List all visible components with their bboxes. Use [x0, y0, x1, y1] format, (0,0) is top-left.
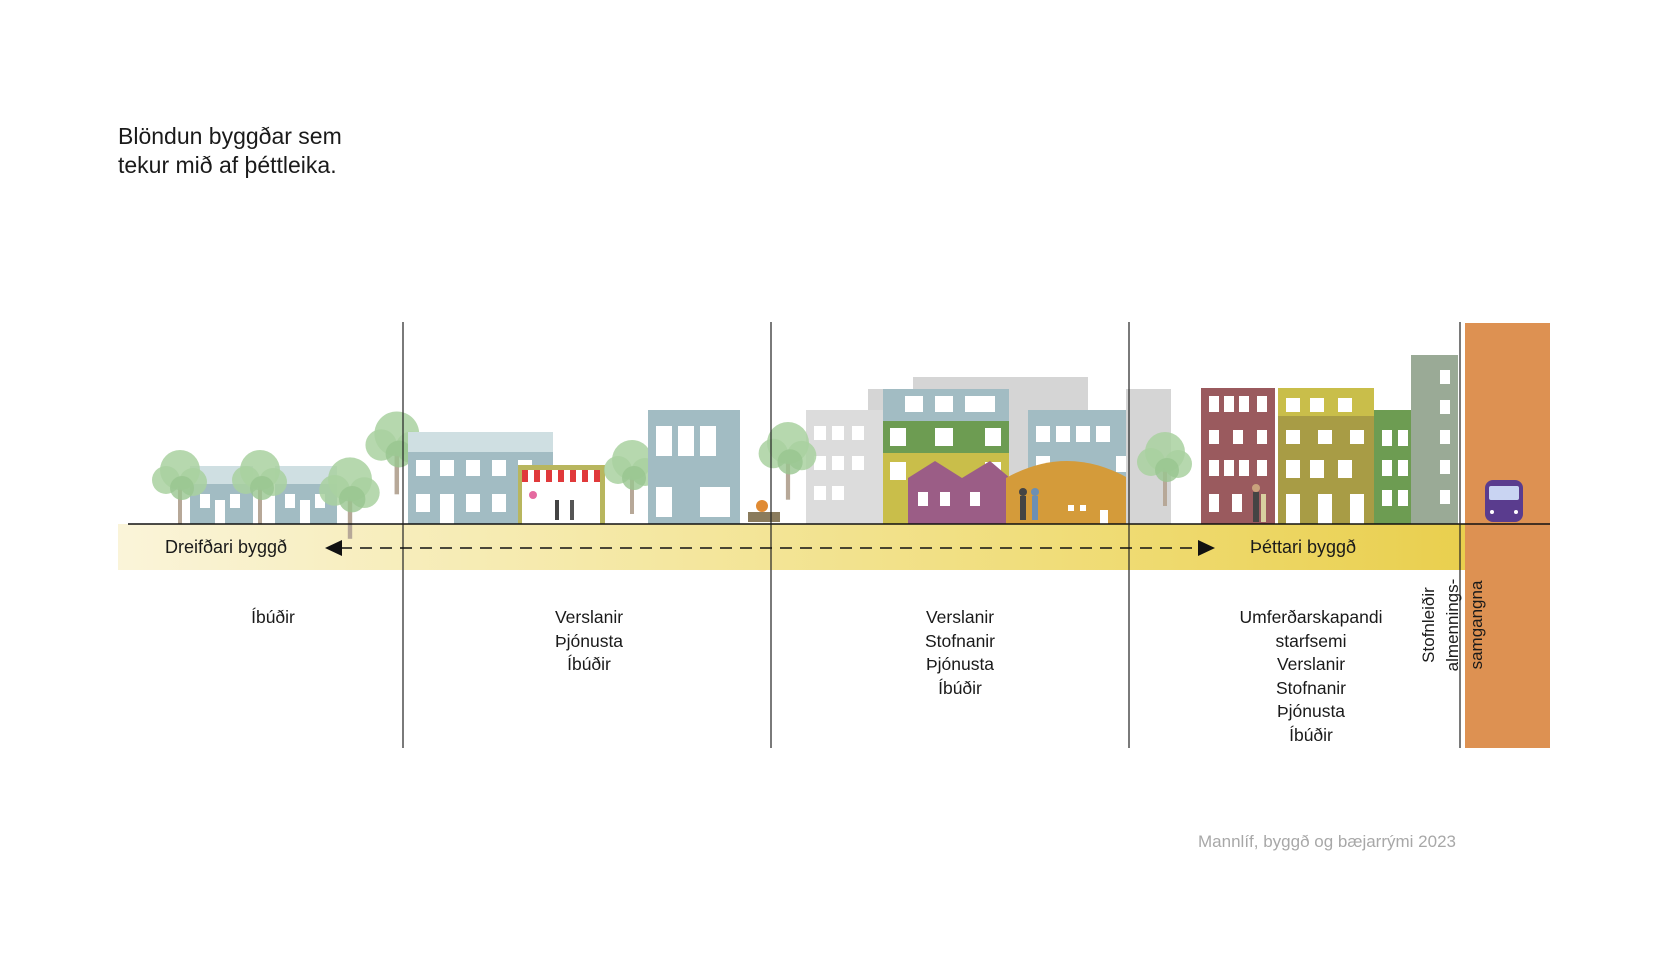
column-label-residential: Íbúðir [198, 606, 348, 630]
use-line: Stofnanir [924, 630, 996, 651]
use-line: Stofnanir [1275, 677, 1347, 698]
use-line: Íbúðir [1289, 724, 1333, 745]
people-icon [1019, 488, 1039, 520]
building [648, 410, 740, 524]
use-line: Þjónusta [1276, 701, 1346, 721]
column-label-mixed-light: Verslanir Þjónusta Íbúðir [514, 606, 664, 677]
use-line: Þjónusta [554, 630, 624, 651]
use-line: starfsemi [1275, 630, 1347, 651]
building [806, 410, 886, 524]
use-line: Íbúðir [938, 677, 982, 698]
transit-label: Stofnleiðir almennings- samgangna [1415, 570, 1545, 720]
column-label-mixed-medium: Verslanir Stofnanir Þjónusta Íbúðir [885, 606, 1035, 700]
title-line: tekur mið af þéttleika. [118, 152, 337, 178]
tram-icon [1485, 480, 1523, 522]
use-line: Verslanir [1276, 654, 1346, 674]
density-band [118, 524, 1465, 570]
band-label-dense: Þéttari byggð [1250, 537, 1357, 557]
use-line: Umferðarskapandi [1239, 607, 1383, 627]
diagram-title: Blöndun byggðar sem tekur mið af þéttlei… [118, 122, 342, 180]
house-icon [908, 461, 1010, 524]
title-line: Blöndun byggðar sem [118, 123, 342, 149]
transit-line: samgangna [1467, 580, 1486, 670]
bench [748, 500, 780, 522]
building [1411, 355, 1458, 524]
shop-icon [518, 465, 605, 524]
use-line: Íbúðir [567, 654, 611, 674]
credit-text: Mannlíf, byggð og bæjarrými 2023 [1198, 832, 1456, 851]
use-line: Verslanir [925, 607, 995, 627]
arrow-left-icon [325, 540, 342, 556]
band-label-sparse: Dreifðari byggð [165, 537, 288, 557]
street-illustration [152, 355, 1523, 539]
use-line: Verslanir [554, 607, 624, 627]
density-arrow [325, 540, 1215, 556]
column-label-mixed-dense: Umferðarskapandi starfsemi Verslanir Sto… [1211, 606, 1411, 747]
transit-line: Stofnleiðir [1419, 587, 1438, 663]
arrow-right-icon [1198, 540, 1215, 556]
building [1278, 388, 1374, 524]
use-line: Þjónusta [925, 654, 995, 674]
use-line: Íbúðir [251, 607, 295, 627]
transit-line: almennings- [1443, 578, 1462, 672]
people-icon [1252, 484, 1266, 522]
transit-column [1465, 323, 1550, 748]
